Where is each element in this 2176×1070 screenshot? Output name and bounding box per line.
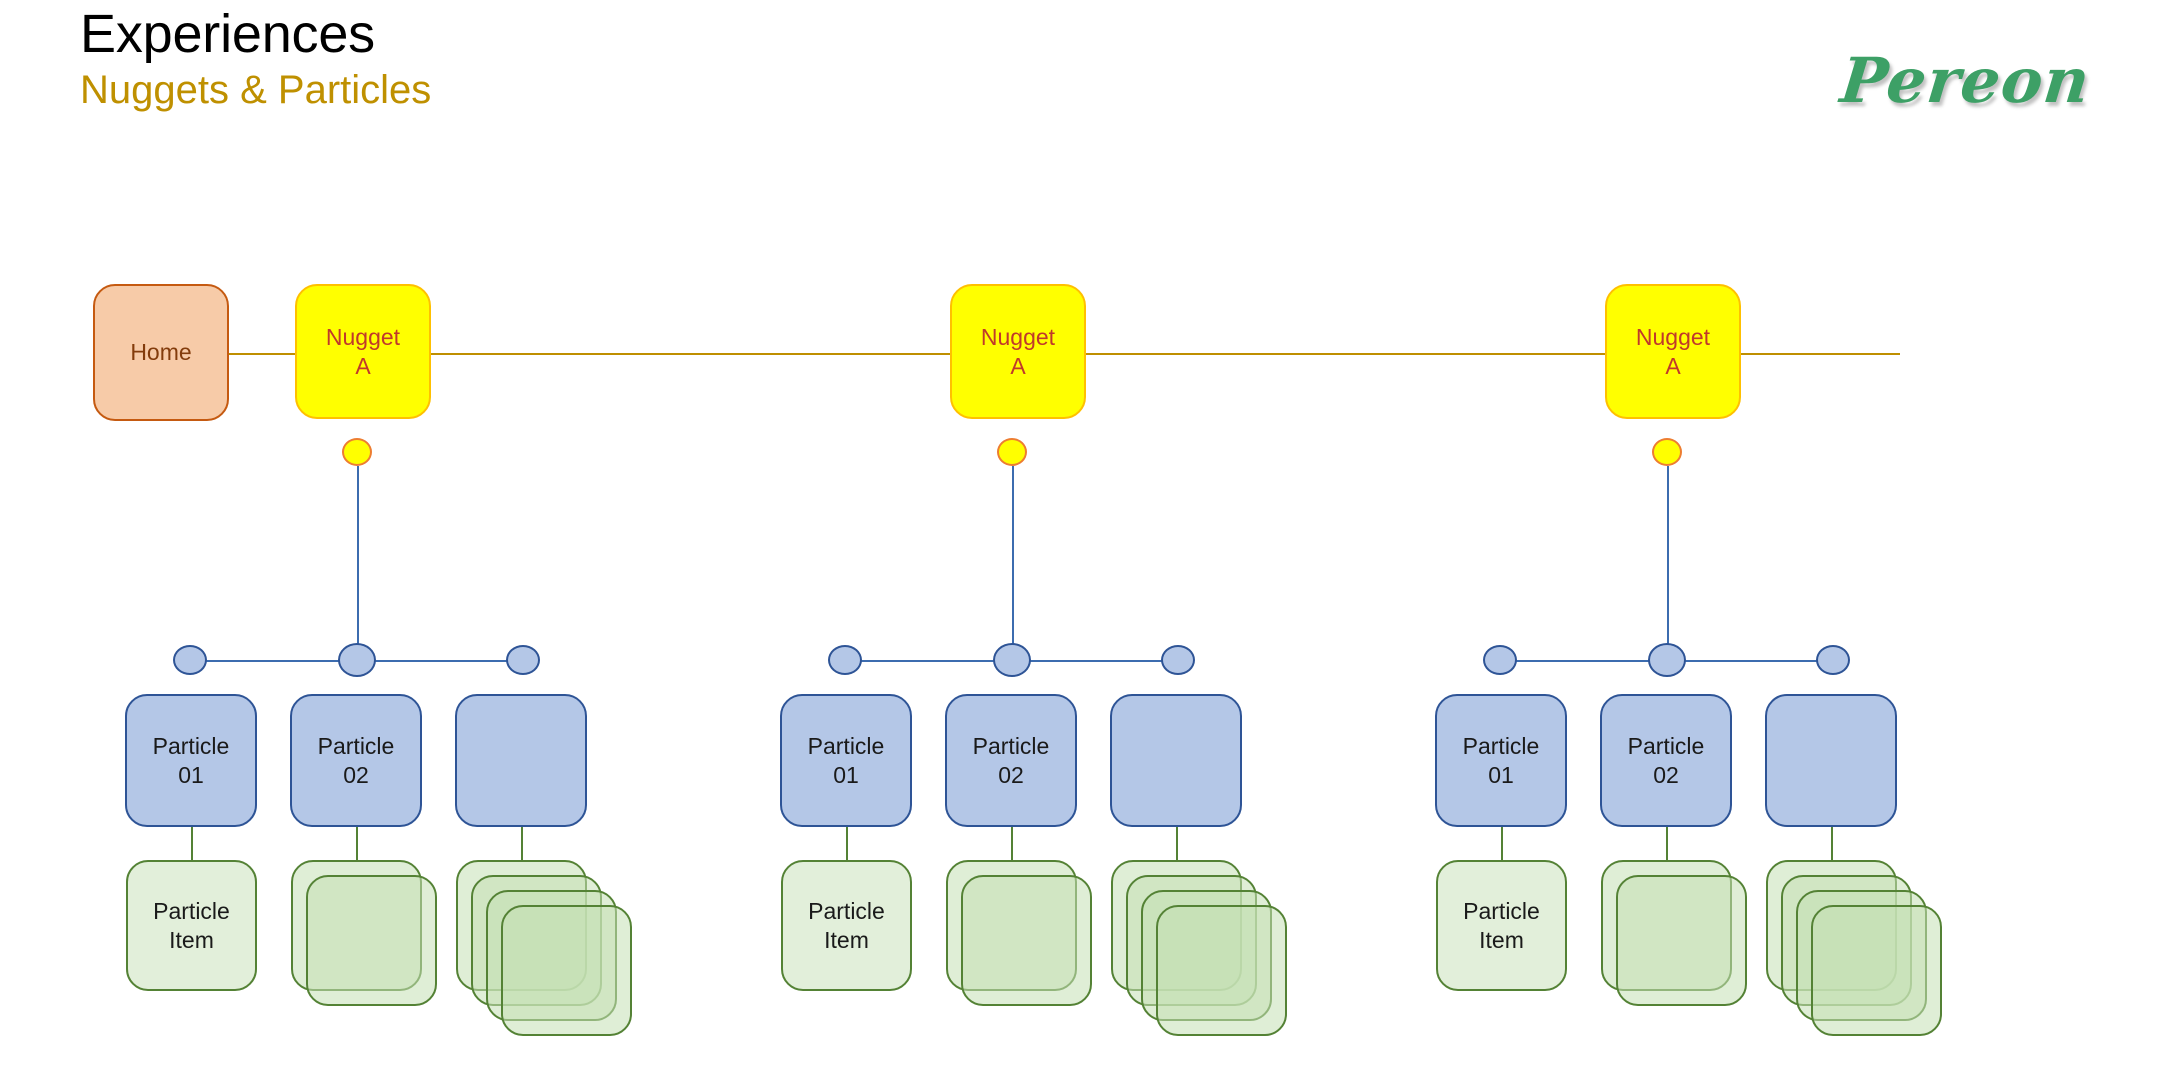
nugget-connector-dot-2[interactable] bbox=[997, 438, 1027, 466]
particle-item-node-1-3-4[interactable] bbox=[501, 905, 632, 1036]
particle-connector-dot-2-2[interactable] bbox=[993, 643, 1031, 677]
particle-item-node-3-1-1[interactable]: Particle Item bbox=[1436, 860, 1567, 991]
particle-to-item-connector-1-3 bbox=[521, 827, 523, 860]
particle-connector-dot-3-3[interactable] bbox=[1816, 645, 1850, 675]
nugget-to-particles-connector-2 bbox=[1012, 466, 1014, 660]
page-header: Experiences Nuggets & Particles bbox=[80, 6, 431, 113]
particle-node-2-2[interactable]: Particle 02 bbox=[945, 694, 1077, 827]
particle-node-1-3[interactable] bbox=[455, 694, 587, 827]
particle-to-item-connector-2-2 bbox=[1011, 827, 1013, 860]
particle-connector-dot-2-3[interactable] bbox=[1161, 645, 1195, 675]
particle-node-3-1[interactable]: Particle 01 bbox=[1435, 694, 1567, 827]
particle-to-item-connector-1-1 bbox=[191, 827, 193, 860]
particle-connector-dot-3-1[interactable] bbox=[1483, 645, 1517, 675]
particle-connector-dot-3-2[interactable] bbox=[1648, 643, 1686, 677]
nugget-to-particles-connector-3 bbox=[1667, 466, 1669, 660]
particle-item-node-3-3-4[interactable] bbox=[1811, 905, 1942, 1036]
particle-connector-dot-1-2[interactable] bbox=[338, 643, 376, 677]
nugget-node-1[interactable]: Nugget A bbox=[295, 284, 431, 419]
particle-to-item-connector-2-1 bbox=[846, 827, 848, 860]
home-node[interactable]: Home bbox=[93, 284, 229, 421]
particle-connector-dot-1-1[interactable] bbox=[173, 645, 207, 675]
page-title: Experiences bbox=[80, 4, 375, 64]
nugget-node-3[interactable]: Nugget A bbox=[1605, 284, 1741, 419]
page-subtitle: Nuggets & Particles bbox=[80, 67, 432, 112]
particle-connector-dot-2-1[interactable] bbox=[828, 645, 862, 675]
nugget-node-2[interactable]: Nugget A bbox=[950, 284, 1086, 419]
particle-node-1-2[interactable]: Particle 02 bbox=[290, 694, 422, 827]
particle-to-item-connector-1-2 bbox=[356, 827, 358, 860]
nugget-to-particles-connector-1 bbox=[357, 466, 359, 660]
particle-node-3-3[interactable] bbox=[1765, 694, 1897, 827]
particle-node-3-2[interactable]: Particle 02 bbox=[1600, 694, 1732, 827]
particle-item-node-2-3-4[interactable] bbox=[1156, 905, 1287, 1036]
particle-node-2-3[interactable] bbox=[1110, 694, 1242, 827]
particle-to-item-connector-3-1 bbox=[1501, 827, 1503, 860]
particle-to-item-connector-3-2 bbox=[1666, 827, 1668, 860]
particle-item-node-3-2-2[interactable] bbox=[1616, 875, 1747, 1006]
particle-item-node-1-2-2[interactable] bbox=[306, 875, 437, 1006]
particle-to-item-connector-3-3 bbox=[1831, 827, 1833, 860]
particle-item-node-2-1-1[interactable]: Particle Item bbox=[781, 860, 912, 991]
particle-connector-dot-1-3[interactable] bbox=[506, 645, 540, 675]
particle-node-2-1[interactable]: Particle 01 bbox=[780, 694, 912, 827]
particle-item-node-2-2-2[interactable] bbox=[961, 875, 1092, 1006]
nugget-connector-dot-1[interactable] bbox=[342, 438, 372, 466]
nugget-connector-dot-3[interactable] bbox=[1652, 438, 1682, 466]
particle-item-node-1-1-1[interactable]: Particle Item bbox=[126, 860, 257, 991]
particle-node-1-1[interactable]: Particle 01 bbox=[125, 694, 257, 827]
particle-to-item-connector-2-3 bbox=[1176, 827, 1178, 860]
